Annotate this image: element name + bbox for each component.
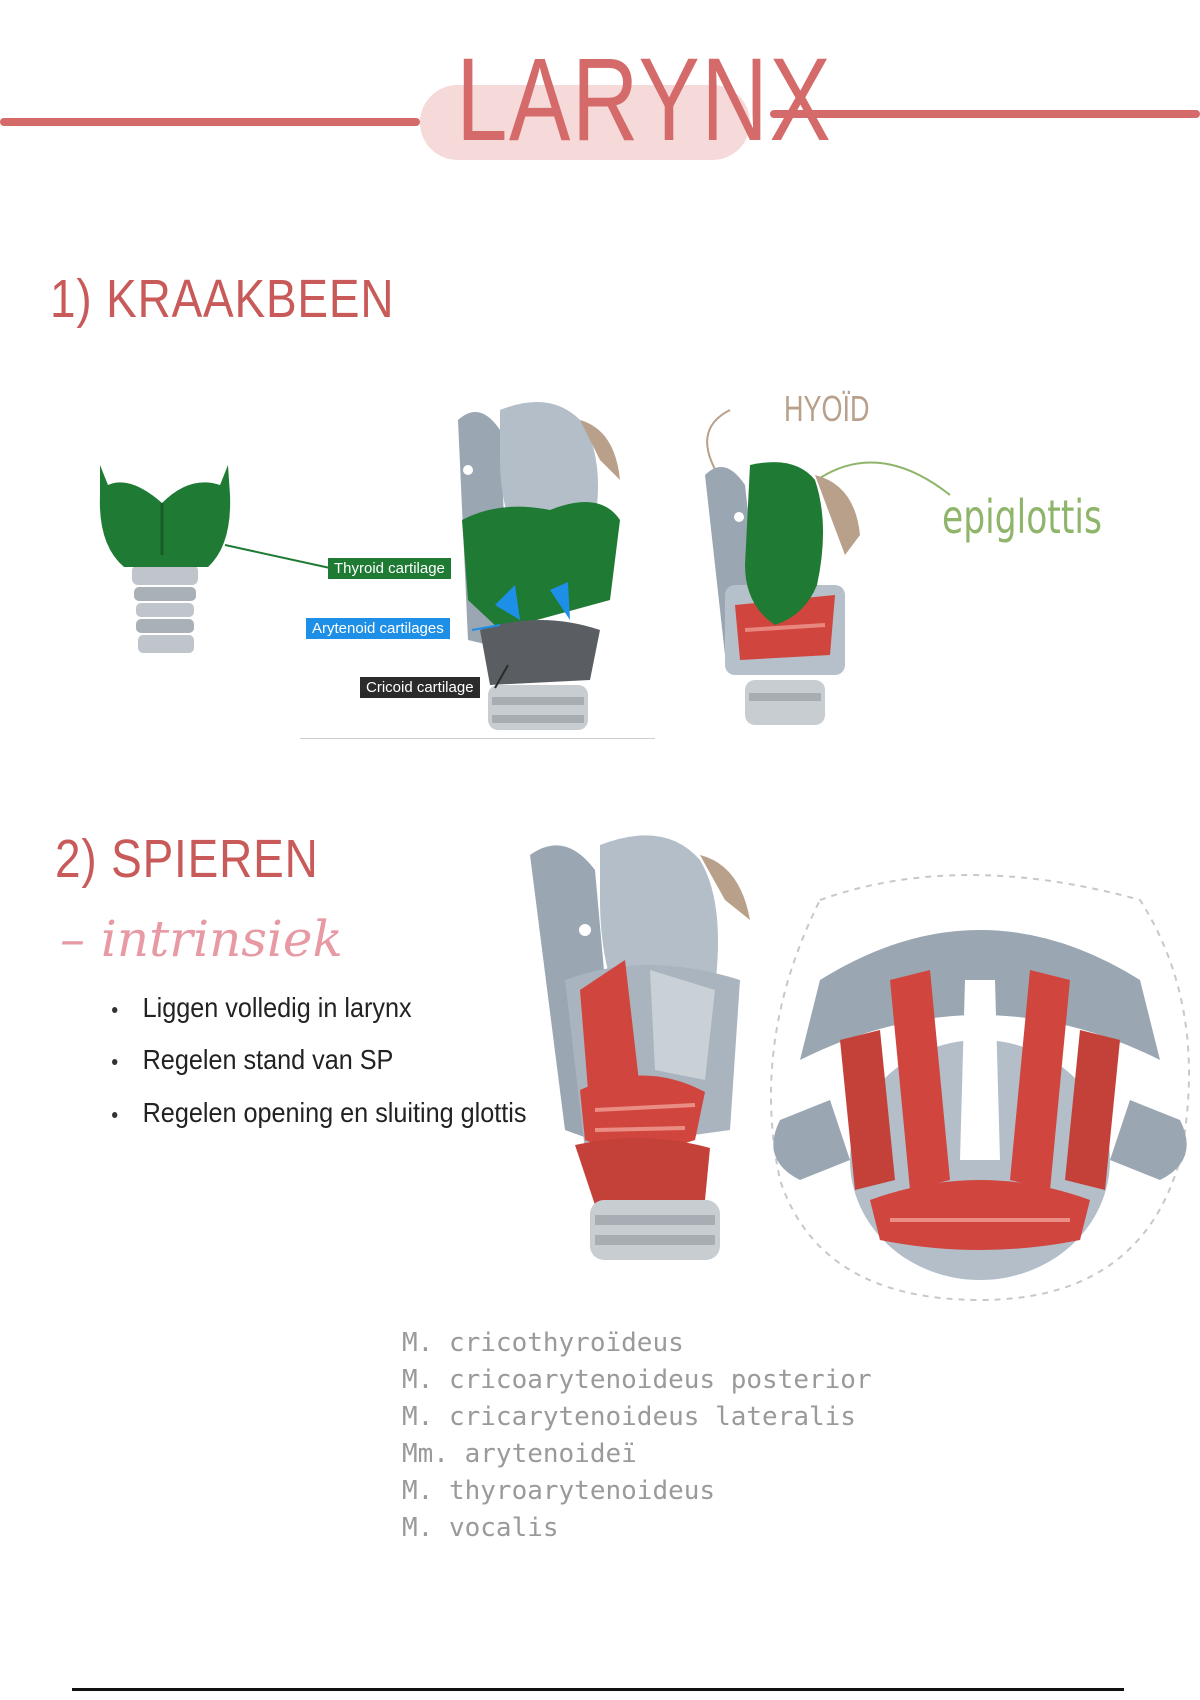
larynx-epiglottis-illustration: [705, 462, 860, 725]
figure1-underline: [300, 738, 655, 739]
muscle-item: M. cricarytenoideus lateralis: [402, 1402, 856, 1432]
bullet-item: Regelen stand van SP: [112, 1044, 393, 1076]
muscle-item: M. cricoarytenoideus posterior: [402, 1365, 872, 1395]
section2-subheading: – intrinsiek: [60, 910, 343, 968]
larynx-superior-view-illustration: [770, 874, 1190, 1302]
muscle-item: Mm. arytenoideï: [402, 1439, 637, 1469]
muscle-item: M. vocalis: [402, 1513, 559, 1543]
muscle-list: M. cricothyroïdeus M. cricoarytenoideus …: [402, 1325, 872, 1547]
epiglottis-annotation: epiglottis: [942, 490, 1102, 544]
arytenoid-cartilages-label: Arytenoid cartilages: [306, 618, 450, 639]
bullet-text: Regelen stand van SP: [142, 1044, 394, 1075]
bullet-text: Liggen volledig in larynx: [142, 992, 412, 1023]
bottom-divider: [72, 1688, 1124, 1691]
hyoid-annotation: HYOÏD: [784, 388, 870, 429]
muscle-item: M. thyroarytenoideus: [402, 1476, 716, 1506]
bullet-item: Regelen opening en sluiting glottis: [112, 1097, 526, 1129]
thyroid-front-illustration: [99, 465, 231, 653]
bullet-dot: [112, 1006, 118, 1013]
section2-heading: 2) SPIEREN: [55, 829, 319, 889]
bullet-dot: [112, 1058, 118, 1065]
bullet-dot: [112, 1111, 118, 1118]
thyroid-cartilage-label: Thyroid cartilage: [328, 558, 451, 579]
muscle-item: M. cricothyroïdeus: [402, 1328, 684, 1358]
header-rule-left: [0, 118, 420, 126]
larynx-lateral-muscles-illustration: [530, 835, 750, 1260]
bullet-text: Regelen opening en sluiting glottis: [142, 1097, 527, 1128]
bullet-item: Liggen volledig in larynx: [112, 992, 412, 1024]
section1-heading: 1) KRAAKBEEN: [50, 269, 395, 329]
header-rule-right: [770, 110, 1200, 118]
cricoid-cartilage-label: Cricoid cartilage: [360, 677, 480, 698]
larynx-lateral-cartilage-illustration: [458, 402, 620, 730]
title-highlight: [420, 85, 750, 160]
